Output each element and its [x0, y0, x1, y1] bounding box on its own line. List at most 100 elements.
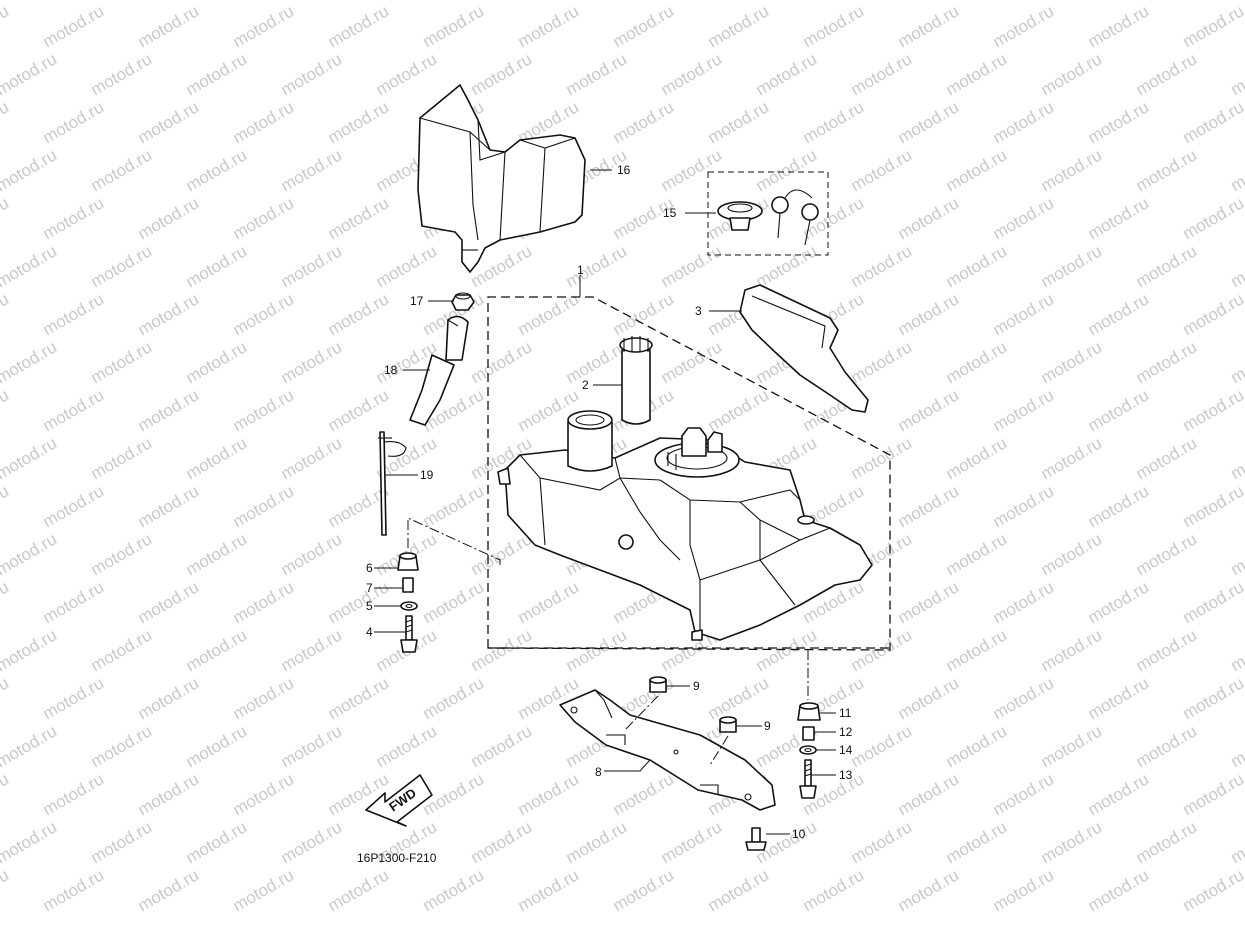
watermark-text: motod.ru: [183, 529, 251, 579]
watermark-text: motod.ru: [1133, 49, 1201, 99]
watermark-text: motod.ru: [1180, 481, 1245, 531]
watermark-text: motod.ru: [1228, 817, 1245, 867]
callout-17: 17: [410, 294, 424, 308]
watermark-text: motod.ru: [1038, 145, 1106, 195]
watermark-text: motod.ru: [1038, 625, 1106, 675]
callout-7: 7: [366, 581, 373, 595]
part-2-filler-neck: [619, 336, 653, 425]
watermark-text: motod.ru: [135, 577, 203, 627]
watermark-text: motod.ru: [705, 385, 773, 435]
watermark-text: motod.ru: [990, 769, 1058, 819]
fuel-tank: [497, 410, 873, 641]
watermark-text: motod.ru: [990, 385, 1058, 435]
watermark-text: motod.ru: [468, 529, 536, 579]
watermark-text: motod.ru: [1085, 289, 1153, 339]
watermark-text: motod.ru: [420, 1, 488, 51]
watermark-text: motod.ru: [88, 145, 156, 195]
watermark-text: motod.ru: [610, 289, 678, 339]
watermark-text: motod.ru: [373, 49, 441, 99]
watermark-text: motod.ru: [183, 625, 251, 675]
watermark-text: motod.ru: [943, 145, 1011, 195]
watermark-text: motod.ru: [278, 433, 346, 483]
part-16-cover: [417, 84, 586, 273]
watermark-text: motod.ru: [0, 721, 60, 771]
watermark-text: motod.ru: [40, 97, 108, 147]
watermark-text: motod.ru: [135, 385, 203, 435]
watermark-text: motod.ru: [895, 97, 963, 147]
watermark-text: motod.ru: [230, 193, 298, 243]
watermark-text: motod.ru: [848, 49, 916, 99]
watermark-text: motod.ru: [563, 625, 631, 675]
watermark-text: motod.ru: [1228, 0, 1245, 3]
watermark-text: motod.ru: [230, 97, 298, 147]
watermark-text: motod.ru: [1228, 241, 1245, 291]
watermark-text: motod.ru: [468, 625, 536, 675]
callout-10: 10: [792, 827, 806, 841]
watermark-text: motod.ru: [515, 769, 583, 819]
watermark-text: motod.ru: [230, 481, 298, 531]
watermark-text: motod.ru: [325, 577, 393, 627]
watermark-text: motod.ru: [895, 673, 963, 723]
watermark-text: motod.ru: [800, 1, 868, 51]
watermark-text: motod.ru: [895, 1, 963, 51]
watermark-text: motod.ru: [0, 289, 12, 339]
watermark-text: motod.ru: [658, 817, 726, 867]
watermark-text: motod.ru: [1038, 337, 1106, 387]
callout-12: 12: [839, 725, 853, 739]
watermark-text: motod.ru: [88, 241, 156, 291]
diagram-code: 16P1300-F210: [357, 851, 437, 865]
watermark-text: motod.ru: [183, 433, 251, 483]
watermark-text: motod.ru: [325, 865, 393, 915]
watermark-text: motod.ru: [230, 385, 298, 435]
watermark-text: motod.ru: [420, 481, 488, 531]
watermark-text: motod.ru: [420, 577, 488, 627]
watermark-text: motod.ru: [0, 337, 60, 387]
watermark-text: motod.ru: [658, 241, 726, 291]
watermark-text: motod.ru: [325, 193, 393, 243]
watermark-text: motod.ru: [230, 673, 298, 723]
watermark-text: motod.ru: [610, 97, 678, 147]
part-8-bracket: [559, 689, 776, 811]
watermark-text: motod.ru: [1085, 865, 1153, 915]
part-19-band: [378, 431, 407, 536]
watermark-text: motod.ru: [800, 865, 868, 915]
watermark-text: motod.ru: [705, 97, 773, 147]
watermark-text: motod.ru: [135, 1, 203, 51]
watermark-text: motod.ru: [1180, 289, 1245, 339]
watermark-text: motod.ru: [990, 289, 1058, 339]
watermark-text: motod.ru: [1228, 337, 1245, 387]
watermark-text: motod.ru: [610, 865, 678, 915]
watermark-text: motod.ru: [468, 49, 536, 99]
mount-line-left: [407, 517, 501, 565]
callout-5: 5: [366, 599, 373, 613]
watermark-text: motod.ru: [1228, 625, 1245, 675]
watermark-text: motod.ru: [230, 769, 298, 819]
watermark-text: motod.ru: [943, 817, 1011, 867]
watermark-text: motod.ru: [325, 97, 393, 147]
watermark-text: motod.ru: [183, 241, 251, 291]
watermark-text: motod.ru: [1085, 577, 1153, 627]
watermark-text: motod.ru: [325, 673, 393, 723]
watermark-text: motod.ru: [1038, 433, 1106, 483]
watermark-text: motod.ru: [943, 241, 1011, 291]
callout-2: 2: [582, 378, 589, 392]
watermark-text: motod.ru: [230, 289, 298, 339]
watermark-text: motod.ru: [183, 721, 251, 771]
watermark-text: motod.ru: [420, 673, 488, 723]
watermark-text: motod.ru: [0, 529, 60, 579]
watermark-text: motod.ru: [895, 865, 963, 915]
watermark-text: motod.ru: [1038, 49, 1106, 99]
watermark-text: motod.ru: [0, 241, 60, 291]
watermark-text: motod.ru: [753, 625, 821, 675]
watermark-text: motod.ru: [88, 337, 156, 387]
mount-stack-right: [797, 702, 821, 799]
watermark-text: motod.ru: [373, 241, 441, 291]
watermark-text: motod.ru: [135, 673, 203, 723]
part-15-cap-keys: [707, 171, 829, 256]
watermark-text: motod.ru: [705, 673, 773, 723]
watermark-text: motod.ru: [135, 769, 203, 819]
watermark-text: motod.ru: [325, 385, 393, 435]
callout-18: 18: [384, 363, 398, 377]
watermark-text: motod.ru: [1085, 1, 1153, 51]
